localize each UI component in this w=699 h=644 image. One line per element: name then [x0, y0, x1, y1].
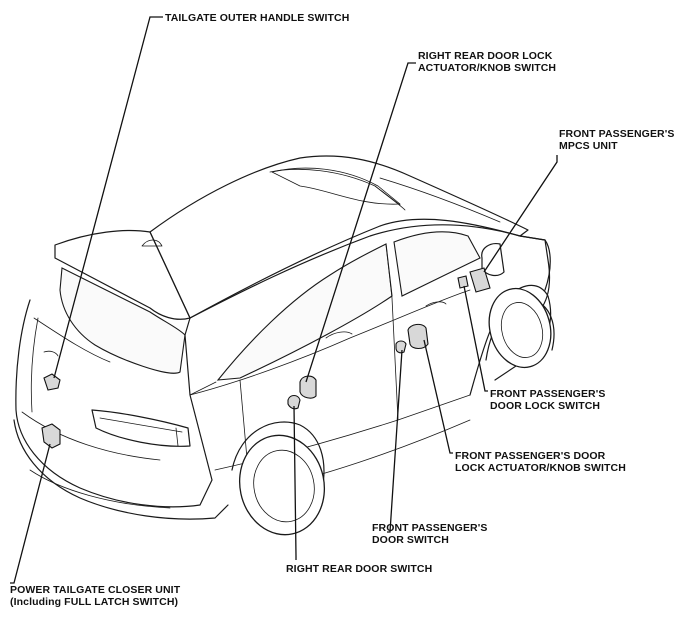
leader-right-rear-door-switch	[293, 405, 297, 560]
front-wheel	[485, 287, 555, 369]
label-front-passenger-mpcs-unit: FRONT PASSENGER'S MPCS UNIT	[559, 128, 675, 152]
label-right-rear-door-switch: RIGHT REAR DOOR SWITCH	[286, 563, 433, 575]
leader-power-tailgate-closer	[10, 443, 51, 584]
label-tailgate-outer-handle-switch: TAILGATE OUTER HANDLE SWITCH	[165, 12, 350, 24]
vehicle-body	[13, 155, 552, 520]
right-rear-door-switch-part	[287, 394, 301, 410]
label-front-passenger-door-switch: FRONT PASSENGER'S DOOR SWITCH	[372, 522, 488, 546]
front-passenger-door-lock-switch-part	[457, 275, 469, 289]
label-power-tailgate-closer-unit: POWER TAILGATE CLOSER UNIT (Including FU…	[10, 584, 181, 608]
label-right-rear-door-lock-actuator: RIGHT REAR DOOR LOCK ACTUATOR/KNOB SWITC…	[418, 50, 557, 74]
leader-door-lock-switch	[463, 285, 488, 392]
rear-wheel	[231, 421, 326, 536]
tailgate-outer-handle-switch-part	[43, 350, 61, 391]
label-front-passenger-door-lock-switch: FRONT PASSENGER'S DOOR LOCK SWITCH	[490, 388, 606, 412]
leader-tailgate-outer-handle	[53, 16, 163, 379]
front-passenger-mpcs-unit-part	[469, 267, 491, 293]
leader-right-rear-door-lock	[305, 62, 416, 383]
front-passenger-door-lock-actuator-part	[407, 323, 429, 350]
power-tailgate-closer-unit-part	[41, 423, 61, 449]
right-rear-door-lock-actuator-part	[299, 375, 317, 399]
leader-door-lock-actuator	[423, 339, 453, 454]
leader-mpcs-unit	[483, 155, 558, 273]
leader-lines	[10, 16, 558, 584]
leader-door-switch	[387, 349, 403, 533]
label-front-passenger-door-lock-actuator: FRONT PASSENGER'S DOOR LOCK ACTUATOR/KNO…	[455, 450, 626, 474]
front-passenger-door-switch-part	[395, 340, 407, 354]
